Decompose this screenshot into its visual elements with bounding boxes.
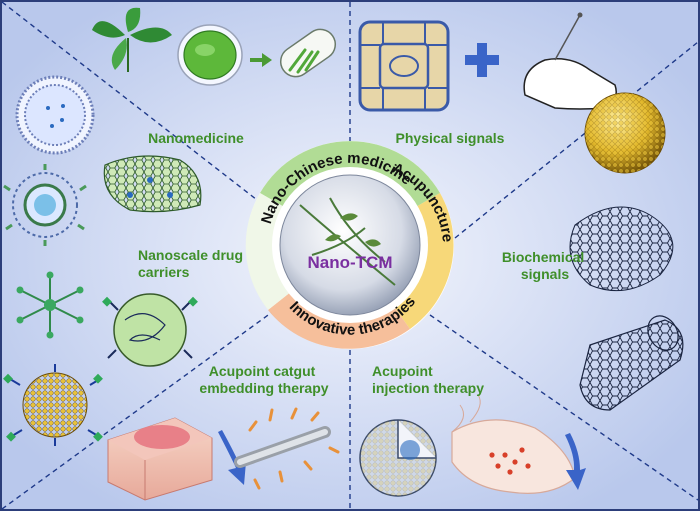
center-label: Nano-TCM — [308, 253, 393, 272]
carbon-nanotube-icon — [579, 315, 684, 411]
section-label-nanomedicine: Nanomedicine — [148, 130, 244, 146]
hand-with-acupoints-icon — [451, 394, 576, 494]
central-ring — [245, 141, 454, 349]
gold-nanoparticle-cluster-icon — [3, 364, 103, 446]
section-label-biochemical-signals: Biochemical signals — [502, 249, 588, 282]
polymer-nanoparticle-icon — [102, 293, 198, 367]
downward-arrow-icon-2 — [565, 433, 586, 490]
section-label-nanoscale-drug-carriers: Nanoscale drug carriers — [138, 247, 247, 280]
section-label-acupoint-injection: Acupoint injection therapy — [372, 363, 484, 396]
section-label-acupoint-catgut: Acupoint catgut embedding therapy — [199, 363, 328, 396]
section-label-physical-signals: Physical signals — [396, 130, 505, 146]
plus-icon — [465, 43, 499, 77]
catgut-implant-icon — [234, 407, 340, 490]
dendrimer-icon — [16, 271, 84, 339]
nano-sphere-icon — [279, 174, 421, 316]
downward-arrow-icon — [218, 430, 246, 485]
acupuncture-hand-icon — [523, 12, 617, 110]
liposome-cross-section-icon — [359, 419, 437, 497]
graphene-icon — [569, 206, 674, 292]
liposome-icon — [15, 75, 95, 155]
skin-tissue-icon — [107, 417, 213, 501]
process-arrow-icon — [250, 53, 272, 67]
graphene-sheet-icon — [103, 155, 202, 213]
capsule-icon — [279, 28, 337, 78]
micelle-icon — [3, 164, 87, 246]
circuit-chip-icon — [358, 20, 450, 112]
petri-dish-icon — [177, 24, 243, 86]
herb-leaves-icon — [92, 7, 172, 72]
